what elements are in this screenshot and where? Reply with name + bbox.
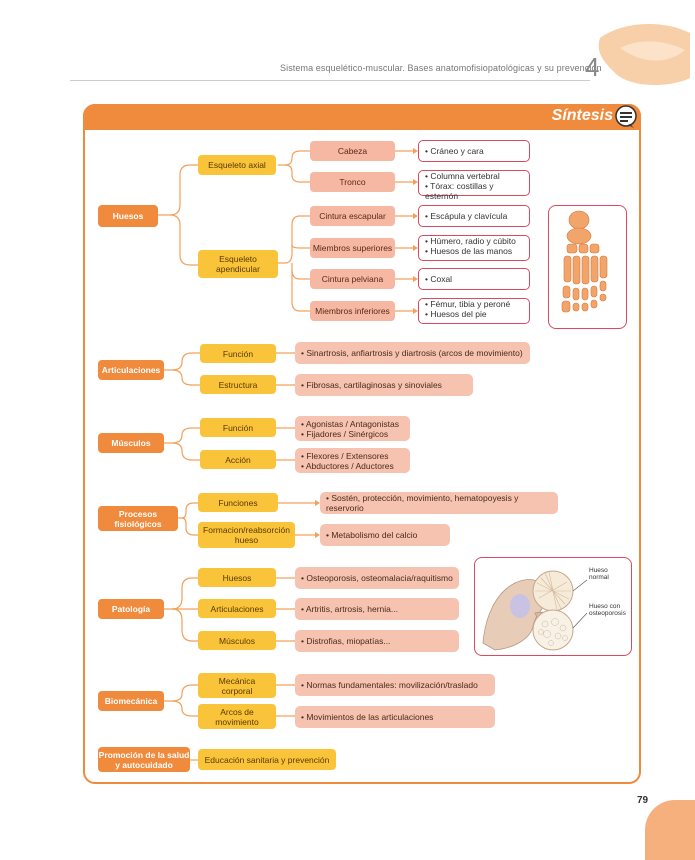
chapter-number: 4 bbox=[585, 52, 600, 82]
category-musculos: Músculos bbox=[98, 433, 164, 453]
detail-patologia-huesos: • Osteoporosis, osteomalacia/raquitismo bbox=[295, 567, 459, 589]
subcategory-patologia-articulaciones: Articulaciones bbox=[198, 599, 276, 618]
procesos-label-line1: Procesos bbox=[118, 508, 158, 519]
subcategory-articulaciones-funcion: Función bbox=[200, 344, 276, 363]
label-hueso-osteoporosis-line1: Hueso con bbox=[589, 603, 621, 610]
detail-musculos-accion-line1: • Flexores / Extensores bbox=[301, 450, 389, 461]
detail-miembros-superiores: • Húmero, radio y cúbito • Huesos de las… bbox=[418, 235, 530, 261]
detail-mi-line1: • Fémur, tibia y peroné bbox=[425, 299, 511, 309]
category-procesos-fisiologicos: Procesos fisiológicos bbox=[98, 506, 178, 531]
header-divider bbox=[70, 80, 590, 81]
detail-musculos-accion: • Flexores / Extensores • Abductores / A… bbox=[295, 448, 410, 473]
detail-articulaciones-estructura: • Fibrosas, cartilaginosas y sinoviales bbox=[295, 374, 473, 396]
detail-tronco-line2: • Tórax: costillas y esternón bbox=[425, 181, 494, 201]
label-hueso-normal: Hueso normal bbox=[589, 567, 609, 581]
label-hueso-normal-line2: normal bbox=[589, 574, 609, 581]
promocion-label-line1: Promoción de la salud bbox=[98, 749, 190, 760]
subcategory-patologia-huesos: Huesos bbox=[198, 568, 276, 587]
hip-bone-icon bbox=[482, 570, 588, 651]
detail-musculos-funcion-line1: • Agonistas / Antagonistas bbox=[301, 418, 399, 429]
item-cintura-pelviana: Cintura pelviana bbox=[310, 269, 395, 289]
category-articulaciones: Articulaciones bbox=[98, 360, 164, 380]
subcategory-esqueleto-apendicular: Esqueleto apendicular bbox=[198, 250, 278, 278]
synthesis-title: Síntesis bbox=[551, 107, 613, 124]
formacion-label-line1: Formacion/reabsorción bbox=[203, 525, 290, 535]
detail-miembros-inferiores: • Fémur, tibia y peroné • Huesos del pie bbox=[418, 298, 530, 324]
detail-cintura-pelviana: • Coxal bbox=[418, 268, 530, 290]
apendicular-label-line1: Esqueleto bbox=[219, 254, 257, 264]
formacion-label-line2: hueso bbox=[234, 535, 259, 545]
synthesis-title-bar bbox=[83, 104, 641, 130]
item-miembros-superiores: Miembros superiores bbox=[310, 238, 395, 258]
subcategory-educacion-sanitaria: Educación sanitaria y prevención bbox=[198, 749, 336, 770]
item-cabeza: Cabeza bbox=[310, 141, 395, 161]
foot-bones-illustration bbox=[548, 205, 627, 329]
detail-funciones: • Sostén, protección, movimiento, hemato… bbox=[320, 492, 558, 514]
detail-cabeza: • Cráneo y cara bbox=[418, 140, 530, 162]
detail-ms-line2: • Huesos de las manos bbox=[425, 246, 513, 256]
decorative-corner bbox=[645, 800, 695, 860]
detail-patologia-musculos: • Distrofias, miopatías... bbox=[295, 630, 459, 652]
label-hueso-normal-line1: Hueso bbox=[589, 567, 608, 574]
subcategory-formacion-reabsorcion: Formacion/reabsorción hueso bbox=[198, 522, 295, 548]
foot-bones-icon bbox=[561, 210, 608, 313]
speech-bubble-icon bbox=[615, 105, 637, 128]
label-hueso-osteoporosis: Hueso con osteoporosis bbox=[589, 603, 626, 617]
mecanica-label-line2: corporal bbox=[221, 685, 253, 696]
detail-musculos-accion-line2: • Abductores / Aductores bbox=[301, 460, 394, 471]
category-huesos: Huesos bbox=[98, 205, 158, 227]
detail-tronco: • Columna vertebral • Tórax: costillas y… bbox=[418, 170, 530, 201]
osteoporosis-figure: Hueso normal Hueso con osteoporosis bbox=[474, 557, 632, 656]
label-hueso-osteoporosis-line2: osteoporosis bbox=[589, 610, 626, 617]
apendicular-label-line2: apendicular bbox=[216, 264, 260, 274]
detail-mi-line2: • Huesos del pie bbox=[425, 309, 487, 319]
detail-articulaciones-funcion: • Sinartrosis, anfiartrosis y diartrosis… bbox=[295, 342, 530, 364]
subcategory-arcos-movimiento: Arcos de movimiento bbox=[198, 704, 276, 729]
detail-mecanica-corporal: • Normas fundamentales: movilización/tra… bbox=[295, 674, 495, 696]
subcategory-musculos-accion: Acción bbox=[200, 450, 276, 469]
subcategory-esqueleto-axial: Esqueleto axial bbox=[198, 155, 276, 175]
running-title: Sistema esquelético-muscular. Bases anat… bbox=[280, 63, 602, 73]
category-promocion-salud: Promoción de la salud y autocuidado bbox=[98, 747, 190, 772]
category-biomecanica: Biomecánica bbox=[98, 691, 164, 711]
subcategory-patologia-musculos: Músculos bbox=[198, 631, 276, 650]
detail-formacion: • Metabolismo del calcio bbox=[320, 524, 450, 546]
detail-musculos-funcion-line2: • Fijadores / Sinérgicos bbox=[301, 428, 389, 439]
detail-tronco-line1: • Columna vertebral bbox=[425, 171, 500, 181]
category-patologia: Patología bbox=[98, 599, 164, 619]
procesos-label-line2: fisiológicos bbox=[114, 518, 162, 529]
detail-patologia-articulaciones: • Artritis, artrosis, hernia... bbox=[295, 598, 459, 620]
page-number: 79 bbox=[637, 795, 649, 806]
detail-arcos-movimiento: • Movimientos de las articulaciones bbox=[295, 706, 495, 728]
subcategory-mecanica-corporal: Mecánica corporal bbox=[198, 673, 276, 698]
arcos-label-line1: Arcos de bbox=[220, 706, 254, 717]
detail-cintura-escapular: • Escápula y clavícula bbox=[418, 205, 530, 227]
item-tronco: Tronco bbox=[310, 172, 395, 192]
promocion-label-line2: y autocuidado bbox=[115, 759, 173, 770]
decorative-bone-illustration bbox=[598, 23, 690, 85]
subcategory-funciones: Funciones bbox=[198, 493, 278, 512]
detail-musculos-funcion: • Agonistas / Antagonistas • Fijadores /… bbox=[295, 416, 410, 441]
item-cintura-escapular: Cintura escapular bbox=[310, 206, 395, 226]
arcos-label-line2: movimiento bbox=[215, 716, 259, 727]
item-miembros-inferiores: Miembros inferiores bbox=[310, 301, 395, 321]
subcategory-musculos-funcion: Función bbox=[200, 418, 276, 437]
mecanica-label-line1: Mecánica bbox=[218, 675, 256, 686]
detail-ms-line1: • Húmero, radio y cúbito bbox=[425, 236, 516, 246]
subcategory-articulaciones-estructura: Estructura bbox=[200, 375, 276, 394]
